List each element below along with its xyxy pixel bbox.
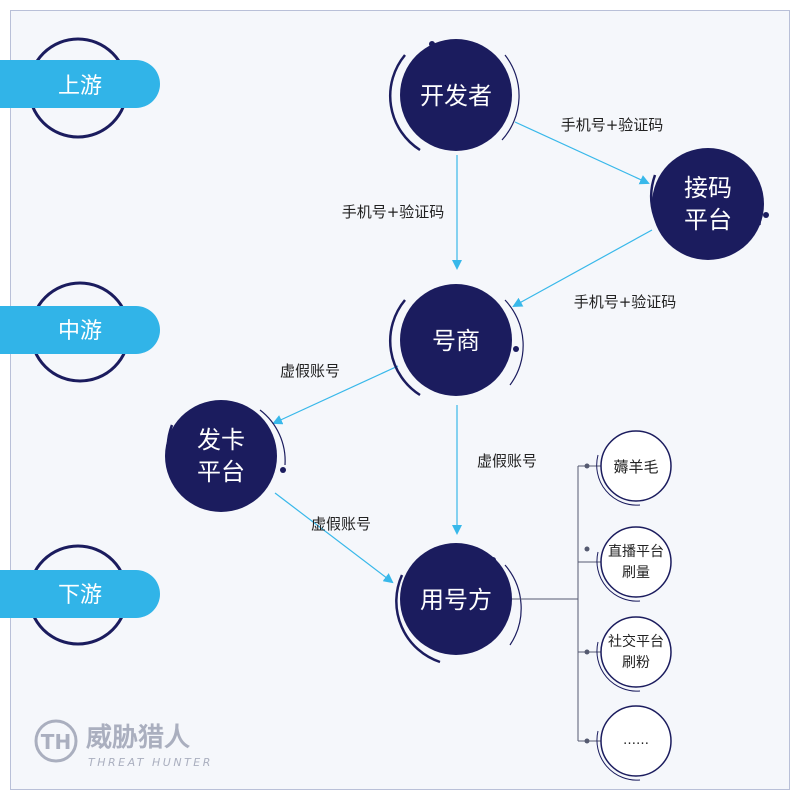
tier-midstream: 中游 [0,281,160,383]
node-account-dealer-circle [400,284,512,396]
leaf-wool: 薅羊毛 [596,430,672,506]
edge-label-dev-to-sms: 手机号+验证码 [561,116,664,134]
edge-label-dealer-to-user: 虚假账号 [477,452,537,470]
edge-sms-to-dealer [512,229,653,307]
edge-labels: 手机号+验证码 手机号+验证码 手机号+验证码 虚假账号 虚假账号 虚假账号 [280,116,676,533]
node-sms-platform-circle [652,148,764,260]
node-developer-circle [400,39,512,151]
leaf-social-line2: 刷粉 [622,655,650,671]
edges [272,121,653,584]
node-developer-label: 开发者 [420,82,492,110]
leaf-live-line1: 直播平台 [608,543,664,560]
leaf-connector [512,465,602,742]
tier-upstream: 上游 [0,37,160,139]
leaf-more-label: …… [623,733,649,748]
node-developer-arc-inner [501,54,520,141]
tier-upstream-label: 上游 [58,74,102,99]
tier-downstream: 下游 [0,544,160,646]
node-sms-platform-line1: 接码 [684,174,732,202]
node-account-user-arc-outer [395,574,441,664]
leaf-wool-ring [600,430,672,502]
leaf-live-ring [600,526,672,598]
node-account-dealer: 号商 [388,284,524,397]
node-developer: 开发者 [388,39,520,152]
leaf-live: 直播平台 刷量 [596,526,672,602]
tier-downstream-label: 下游 [58,583,102,608]
edge-label-sms-to-dealer: 手机号+验证码 [574,293,677,311]
edge-label-card-to-user: 虚假账号 [311,515,371,533]
leaf-social: 社交平台 刷粉 [596,616,672,692]
tier-midstream-label: 中游 [58,319,102,344]
logo-name: 威胁猎人 [86,722,190,753]
node-card-platform-line2: 平台 [197,458,245,486]
node-developer-arc-outer [388,54,421,152]
leaf-more-ring [600,705,672,777]
node-account-user-arc-inner [504,564,522,646]
node-account-dealer-arc-outer [388,299,421,397]
node-sms-platform: 接码 平台 [650,148,769,260]
logo-subtitle: THREAT HUNTER [88,756,213,769]
leaf-social-ring [600,616,672,688]
edge-dealer-to-card [272,365,399,425]
node-card-platform: 发卡 平台 [165,400,286,512]
node-card-platform-dot [280,467,286,473]
edge-card-to-user [274,492,394,584]
leaf-connector-dots [584,463,590,744]
leaf-more: …… [596,705,672,781]
node-sms-platform-dot [763,212,769,218]
logo-mark: TH [41,730,71,754]
edge-dev-to-sms [514,121,650,185]
node-sms-platform-line2: 平台 [684,206,732,234]
node-account-user-label: 用号方 [420,586,492,614]
node-card-platform-circle [165,400,277,512]
node-account-dealer-arc-inner [504,299,524,386]
logo: TH 威胁猎人 THREAT HUNTER [34,719,213,769]
edge-label-dealer-to-card: 虚假账号 [280,362,340,380]
leaf-wool-label: 薅羊毛 [613,458,658,476]
node-card-platform-line1: 发卡 [197,426,245,454]
edge-label-dev-to-dealer: 手机号+验证码 [342,203,445,221]
node-account-user: 用号方 [395,543,522,664]
logo-mark-ring [34,719,78,763]
node-account-dealer-label: 号商 [432,327,480,355]
node-account-dealer-dot [513,346,519,352]
leaf-social-line1: 社交平台 [608,633,664,650]
leaf-live-line2: 刷量 [622,565,650,581]
node-account-user-circle [400,543,512,655]
node-card-platform-arc-inner [259,409,286,466]
